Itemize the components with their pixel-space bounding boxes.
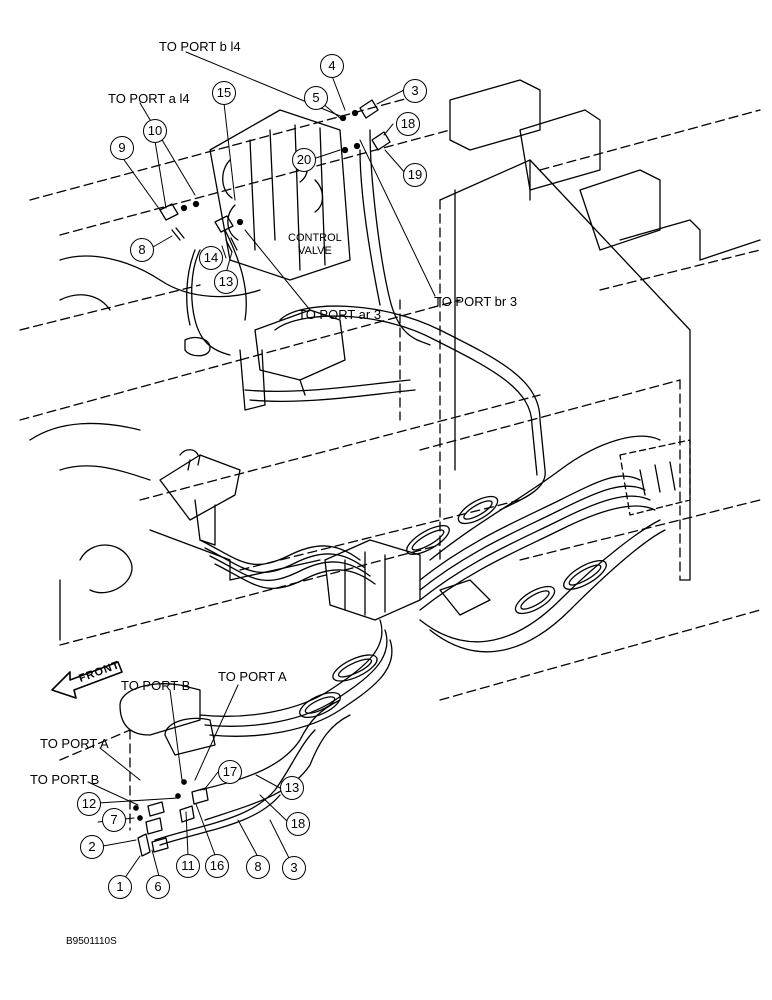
label-to-port-bl4: TO PORT b l4 <box>159 39 241 54</box>
label-to-port-ar3: TO PORT ar 3 <box>298 307 382 322</box>
figure-id: B9501110S <box>66 936 117 947</box>
leader-lines <box>87 51 436 883</box>
callout-17: 17 <box>218 760 242 784</box>
callout-3-bottom: 3 <box>282 856 306 880</box>
lower-fittings <box>137 787 209 857</box>
label-to-port-a-upper: TO PORT A <box>218 669 287 684</box>
callout-20: 20 <box>292 148 316 172</box>
callout-13-bottom: 13 <box>280 776 304 800</box>
right-valve-cluster <box>619 439 691 516</box>
callout-18-bottom: 18 <box>286 812 310 836</box>
callout-14: 14 <box>199 246 223 270</box>
callout-13-top: 13 <box>214 270 238 294</box>
callout-9: 9 <box>110 136 134 160</box>
lower-pedal-valve <box>119 683 216 756</box>
callout-3-top: 3 <box>403 79 427 103</box>
label-to-port-a-left: TO PORT A <box>40 736 109 751</box>
main-hose-bundle <box>154 129 666 846</box>
callout-5: 5 <box>304 86 328 110</box>
label-to-port-b-upper: TO PORT B <box>121 678 191 693</box>
cab-structure <box>439 79 761 581</box>
hose-clamp-loops <box>299 495 607 719</box>
frame-dashed-lines <box>19 94 761 831</box>
frame-contours <box>29 255 321 641</box>
callout-12: 12 <box>77 792 101 816</box>
left-joystick <box>159 449 241 546</box>
callout-19: 19 <box>403 163 427 187</box>
callout-8-top: 8 <box>130 238 154 262</box>
callout-1: 1 <box>108 875 132 899</box>
callout-4: 4 <box>320 54 344 78</box>
front-arrow <box>51 661 123 699</box>
label-to-port-b-left: TO PORT B <box>30 772 100 787</box>
callout-11: 11 <box>176 854 200 878</box>
pilot-valve-mount <box>184 309 346 411</box>
label-control: CONTROL <box>288 232 342 244</box>
callout-8-bottom: 8 <box>246 855 270 879</box>
callout-16: 16 <box>205 854 229 878</box>
upper-fittings <box>180 109 361 226</box>
callout-10: 10 <box>143 119 167 143</box>
callout-18-top: 18 <box>396 112 420 136</box>
label-to-port-al4: TO PORT a l4 <box>108 91 190 106</box>
label-to-port-br3: TO PORT br 3 <box>434 294 518 309</box>
upper-elbows <box>159 99 391 253</box>
label-valve: VALVE <box>298 245 332 257</box>
callout-6: 6 <box>146 875 170 899</box>
callout-2: 2 <box>80 835 104 859</box>
callout-15: 15 <box>212 81 236 105</box>
callout-7: 7 <box>102 808 126 832</box>
